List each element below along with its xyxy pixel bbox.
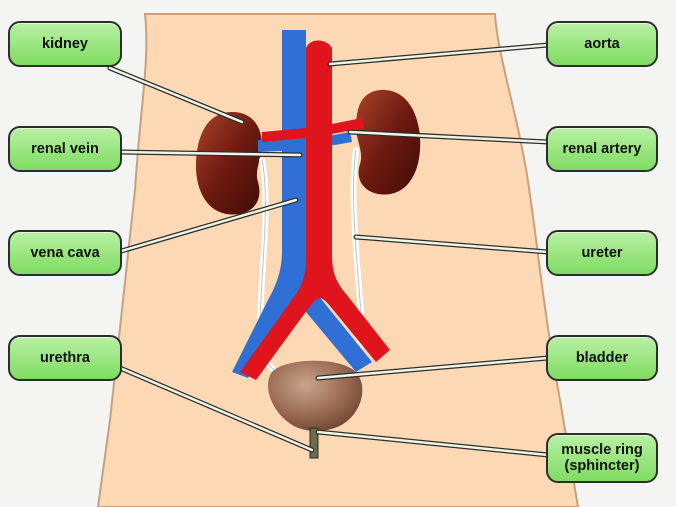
- label-aorta-text: aorta: [584, 36, 620, 52]
- label-renal-vein: renal vein: [8, 126, 122, 172]
- label-urethra-text: urethra: [40, 350, 90, 366]
- label-renal-artery: renal artery: [546, 126, 658, 172]
- aorta-vessel: [240, 40, 390, 380]
- label-kidney: kidney: [8, 21, 122, 67]
- label-kidney-text: kidney: [42, 36, 88, 52]
- left-ureter-edge: [259, 159, 293, 379]
- leader-lines: [107, 42, 551, 458]
- label-ureter: ureter: [546, 230, 658, 276]
- label-bladder-text: bladder: [575, 350, 629, 366]
- label-muscle-ring: muscle ring (sphincter): [546, 433, 658, 483]
- renal-artery-vessel: [262, 118, 364, 142]
- label-urethra: urethra: [8, 335, 122, 381]
- vena-cava-vessel: [232, 30, 372, 378]
- label-bladder: bladder: [546, 335, 658, 381]
- label-ureter-text: ureter: [581, 245, 623, 261]
- label-vena-cava-text: vena cava: [30, 245, 100, 261]
- label-renal-vein-text: renal vein: [31, 141, 99, 157]
- label-renal-artery-text: renal artery: [562, 141, 642, 157]
- urethra-tube: [309, 427, 319, 459]
- left-kidney: [195, 112, 262, 215]
- label-muscle-ring-text: muscle ring (sphincter): [561, 442, 643, 474]
- label-aorta: aorta: [546, 21, 658, 67]
- label-vena-cava: vena cava: [8, 230, 122, 276]
- right-kidney: [356, 89, 421, 195]
